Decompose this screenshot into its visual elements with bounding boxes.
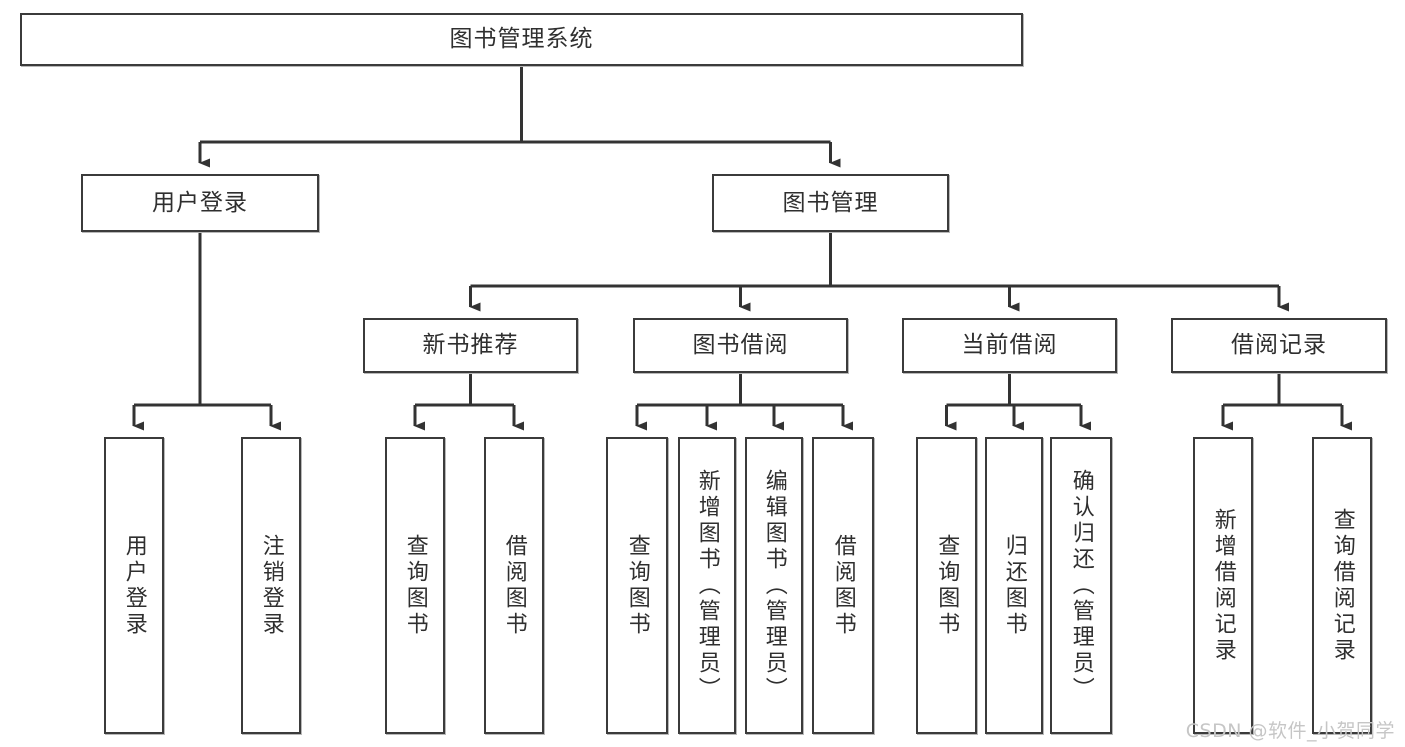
node-label: 查询图书 <box>624 533 650 638</box>
node-label: 注销登录 <box>258 533 284 638</box>
node-leaf-add-book[interactable]: 新增图书（管理员） <box>678 437 736 734</box>
node-new-book-rec[interactable]: 新书推荐 <box>363 318 578 373</box>
node-leaf-edit-book[interactable]: 编辑图书（管理员） <box>745 437 803 734</box>
node-label: 新书推荐 <box>422 332 519 359</box>
node-leaf-borrow-book-2[interactable]: 借阅图书 <box>812 437 874 734</box>
node-leaf-logout[interactable]: 注销登录 <box>241 437 301 734</box>
node-leaf-return-book[interactable]: 归还图书 <box>985 437 1043 734</box>
node-label: 用户登录 <box>152 189 248 216</box>
node-label: 查询图书 <box>402 533 428 638</box>
node-label: 编辑图书（管理员） <box>761 468 787 703</box>
node-label: 借阅图书 <box>830 533 856 638</box>
node-leaf-query-book-2[interactable]: 查询图书 <box>606 437 668 734</box>
node-label: 新增图书（管理员） <box>694 468 720 703</box>
node-label: 归还图书 <box>1001 533 1027 638</box>
node-label: 当前借阅 <box>961 332 1058 359</box>
node-leaf-borrow-book-1[interactable]: 借阅图书 <box>484 437 544 734</box>
node-user-login[interactable]: 用户登录 <box>81 174 319 232</box>
node-borrow-record[interactable]: 借阅记录 <box>1171 318 1387 373</box>
node-label: 图书管理系统 <box>449 26 594 53</box>
node-leaf-user-login[interactable]: 用户登录 <box>104 437 164 734</box>
node-label: 借阅记录 <box>1231 332 1327 359</box>
node-leaf-query-record[interactable]: 查询借阅记录 <box>1312 437 1372 734</box>
node-leaf-add-record[interactable]: 新增借阅记录 <box>1193 437 1253 734</box>
node-label: 查询借阅记录 <box>1329 507 1355 664</box>
node-label: 确认归还（管理员） <box>1068 468 1094 703</box>
node-label: 图书管理 <box>782 189 879 216</box>
node-leaf-query-book-3[interactable]: 查询图书 <box>916 437 977 734</box>
node-leaf-confirm-return[interactable]: 确认归还（管理员） <box>1050 437 1112 734</box>
node-label: 新增借阅记录 <box>1210 507 1236 664</box>
node-root-system-title[interactable]: 图书管理系统 <box>20 13 1023 66</box>
node-current-borrow[interactable]: 当前借阅 <box>902 318 1117 373</box>
node-book-borrow[interactable]: 图书借阅 <box>633 318 848 373</box>
node-label: 用户登录 <box>121 533 147 638</box>
node-label: 借阅图书 <box>501 533 527 638</box>
node-book-manage[interactable]: 图书管理 <box>712 174 949 232</box>
watermark-text: CSDN @软件_小贺同学 <box>1185 720 1395 742</box>
node-label: 查询图书 <box>934 533 960 638</box>
node-label: 图书借阅 <box>692 332 789 359</box>
node-leaf-query-book-1[interactable]: 查询图书 <box>385 437 445 734</box>
